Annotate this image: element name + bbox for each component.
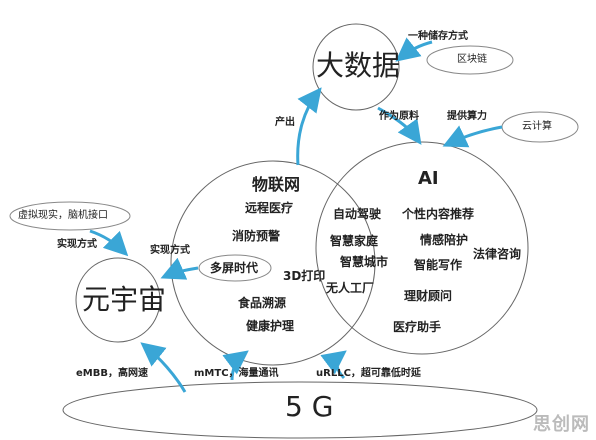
- embb-label: eMBB，高网速: [76, 368, 148, 379]
- mmtc-label: mMTC，海量通讯: [194, 368, 279, 379]
- iot-item: 消防预警: [232, 229, 281, 243]
- arrow-impl-iot: [160, 257, 199, 280]
- ai-item: 理财顾问: [404, 289, 453, 303]
- arrow-embb: [140, 342, 187, 393]
- overlap-item: 无人工厂: [326, 281, 375, 295]
- multiscreen-ellipse: [198, 254, 272, 282]
- ai-item: 法律咨询: [473, 247, 522, 261]
- ai-label: AI: [418, 168, 439, 189]
- iot-item: 健康护理: [246, 319, 295, 333]
- metaverse-label: 元宇宙: [82, 283, 167, 316]
- ai-item: 医疗助手: [393, 320, 442, 334]
- ai-item: 智能写作: [414, 258, 463, 272]
- compute-label: 提供算力: [447, 111, 487, 122]
- overlap-item: 智慧城市: [340, 255, 389, 269]
- iot-label: 物联网: [252, 175, 301, 194]
- arrow-raw-material: [377, 106, 422, 145]
- vr-bci-label: 虚拟现实，脑机接口: [18, 210, 108, 221]
- arrow-urllc: [320, 350, 347, 380]
- five-g-ellipse: [62, 381, 538, 439]
- impl-iot-label: 实现方式: [150, 245, 190, 256]
- impl-left-label: 实现方式: [57, 239, 97, 250]
- iot-item: 远程医疗: [245, 201, 294, 215]
- arrow-output: [296, 87, 322, 166]
- blockchain-label: 区块链: [457, 54, 487, 65]
- big-data-circle: [312, 23, 400, 111]
- ai-item: 情感陪护: [420, 233, 469, 247]
- vr-bci-ellipse: [9, 201, 131, 231]
- overlap-item: 3D打印: [283, 269, 326, 283]
- five-g-label: 5 G: [285, 390, 334, 423]
- metaverse-circle: [75, 257, 161, 343]
- overlap-item: 智慧家庭: [330, 234, 379, 248]
- ai-circle: [315, 141, 529, 355]
- iot-item: 食品溯源: [238, 296, 287, 310]
- output-label: 产出: [275, 117, 295, 128]
- storage-label: 一种储存方式: [408, 31, 468, 42]
- big-data-label: 大数据: [316, 49, 401, 82]
- urllc-label: uRLLC，超可靠低时延: [316, 368, 421, 379]
- iot-item: 多屏时代: [210, 261, 259, 275]
- blockchain-ellipse: [426, 45, 514, 75]
- arrow-mmtc: [222, 350, 249, 381]
- arrow-storage: [395, 37, 433, 62]
- raw-material-label: 作为原料: [379, 111, 419, 122]
- overlap-item: 自动驾驶: [333, 207, 382, 221]
- cloud-label: 云计算: [522, 121, 552, 132]
- arrow-vr-bci: [89, 229, 129, 257]
- watermark: 思创网: [533, 414, 590, 435]
- ai-item: 个性内容推荐: [402, 207, 475, 221]
- arrow-compute: [442, 125, 503, 148]
